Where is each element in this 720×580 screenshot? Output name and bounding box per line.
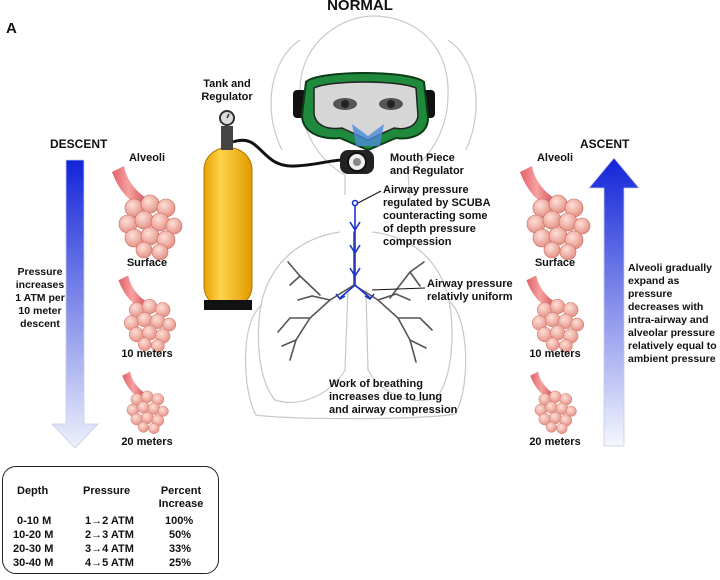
table-cell: 20-30 M <box>13 543 54 555</box>
panel-letter: A <box>6 20 17 37</box>
table-cell: 50% <box>169 529 192 541</box>
airway-arrows <box>335 199 375 301</box>
leader-lines <box>357 190 426 291</box>
airway-regulated-line: counteracting some <box>383 210 488 222</box>
work-breathing-line: Work of breathing <box>329 378 423 390</box>
scuba-tank <box>203 110 253 310</box>
table-header-percent: Percent Increase <box>158 485 204 510</box>
descent-depth-20m: 20 meters <box>121 436 173 448</box>
airway-uniform-line: Airway pressure <box>427 278 513 290</box>
ascent-note-line: expand as pressure <box>628 275 680 300</box>
mouthpiece-label-line: and Regulator <box>390 165 464 177</box>
table-cell: 2→3 ATM <box>85 529 134 541</box>
figure-title: NORMAL <box>327 0 393 14</box>
descent-heading: DESCENT <box>50 137 108 151</box>
ascent-note-line: decreases with <box>628 301 704 313</box>
table-cell: 10-20 M <box>13 529 54 541</box>
mouthpiece-label: Mouth Piece and Regulator <box>390 152 490 178</box>
work-breathing-line: increases due to lung <box>329 391 443 403</box>
dive-mask <box>293 72 435 152</box>
regulator-hose <box>232 138 344 168</box>
table-cell: 30-40 M <box>13 557 54 569</box>
work-of-breathing-label: Work of breathing increases due to lung … <box>329 378 469 417</box>
airway-regulated-line: Airway pressure <box>383 184 469 196</box>
alveoli-descent-10m <box>118 275 177 353</box>
table-header-pressure: Pressure <box>83 485 131 497</box>
descent-note-line: descent <box>20 318 60 330</box>
ascent-heading: ASCENT <box>580 137 630 151</box>
alveoli-descent-20m <box>122 371 169 434</box>
airway-regulated-line: regulated by SCUBA <box>383 197 491 209</box>
bronchial-tree <box>277 231 433 363</box>
ascent-depth-10m: 10 meters <box>529 348 581 360</box>
ascent-note-line: ambient pressure <box>628 353 716 365</box>
alveoli-descent-surface <box>112 166 183 261</box>
table-cell: 1→2 ATM <box>85 515 134 527</box>
ascent-note-line: relatively equal to <box>628 340 717 352</box>
descent-arrow <box>51 159 99 449</box>
descent-depth-10m: 10 meters <box>121 348 173 360</box>
table-cell: 0-10 M <box>17 515 52 527</box>
descent-note-line: 1 ATM per <box>15 292 65 304</box>
airway-regulated-label: Airway pressure regulated by SCUBA count… <box>383 184 503 249</box>
table-cell: 33% <box>169 543 192 555</box>
ascent-arrow <box>588 157 640 447</box>
ascent-depth-surface: Surface <box>534 257 576 269</box>
tank-label-line: Regulator <box>201 91 253 103</box>
alveoli-ascent-title: Alveoli <box>536 152 574 164</box>
table-cell: 3→4 ATM <box>85 543 134 555</box>
ascent-depth-20m: 20 meters <box>529 436 581 448</box>
mouthpiece-label-line: Mouth Piece <box>390 152 455 164</box>
alveoli-ascent-surface <box>520 166 591 261</box>
descent-note-line: increases <box>15 279 65 291</box>
alveoli-ascent-10m <box>526 275 585 353</box>
airway-uniform-label: Airway pressure relativly uniform <box>427 278 527 304</box>
ascent-note-line: intra-airway and <box>628 314 709 326</box>
ascent-note-line: Alveoli gradually <box>628 262 713 274</box>
table-cell: 100% <box>165 515 194 527</box>
table-header-depth: Depth <box>17 485 49 497</box>
table-cell: 25% <box>169 557 192 569</box>
mouthpiece-regulator <box>340 150 374 174</box>
descent-note-line: 10 meter <box>18 305 62 317</box>
alveoli-descent-title: Alveoli <box>128 152 166 164</box>
tank-label: Tank and Regulator <box>192 78 262 104</box>
work-breathing-line: and airway compression <box>329 404 458 416</box>
airway-regulated-line: compression <box>383 236 452 248</box>
descent-note-line: Pressure <box>17 266 63 278</box>
ascent-note: Alveoli gradually expand as pressure dec… <box>628 262 720 366</box>
descent-note: Pressure increases 1 ATM per 10 meter de… <box>8 266 72 331</box>
ascent-note-line: alveolar pressure <box>628 327 715 339</box>
tank-label-line: Tank and <box>203 78 251 90</box>
table-cell: 4→5 ATM <box>85 557 134 569</box>
airway-uniform-line: relativly uniform <box>427 291 513 303</box>
descent-depth-surface: Surface <box>126 257 168 269</box>
lungs-outline <box>244 231 467 420</box>
alveoli-ascent-20m <box>530 371 577 434</box>
airway-regulated-line: of depth pressure <box>383 223 476 235</box>
pressure-table: Depth Pressure Percent Increase 0-10 M 1… <box>2 466 219 574</box>
